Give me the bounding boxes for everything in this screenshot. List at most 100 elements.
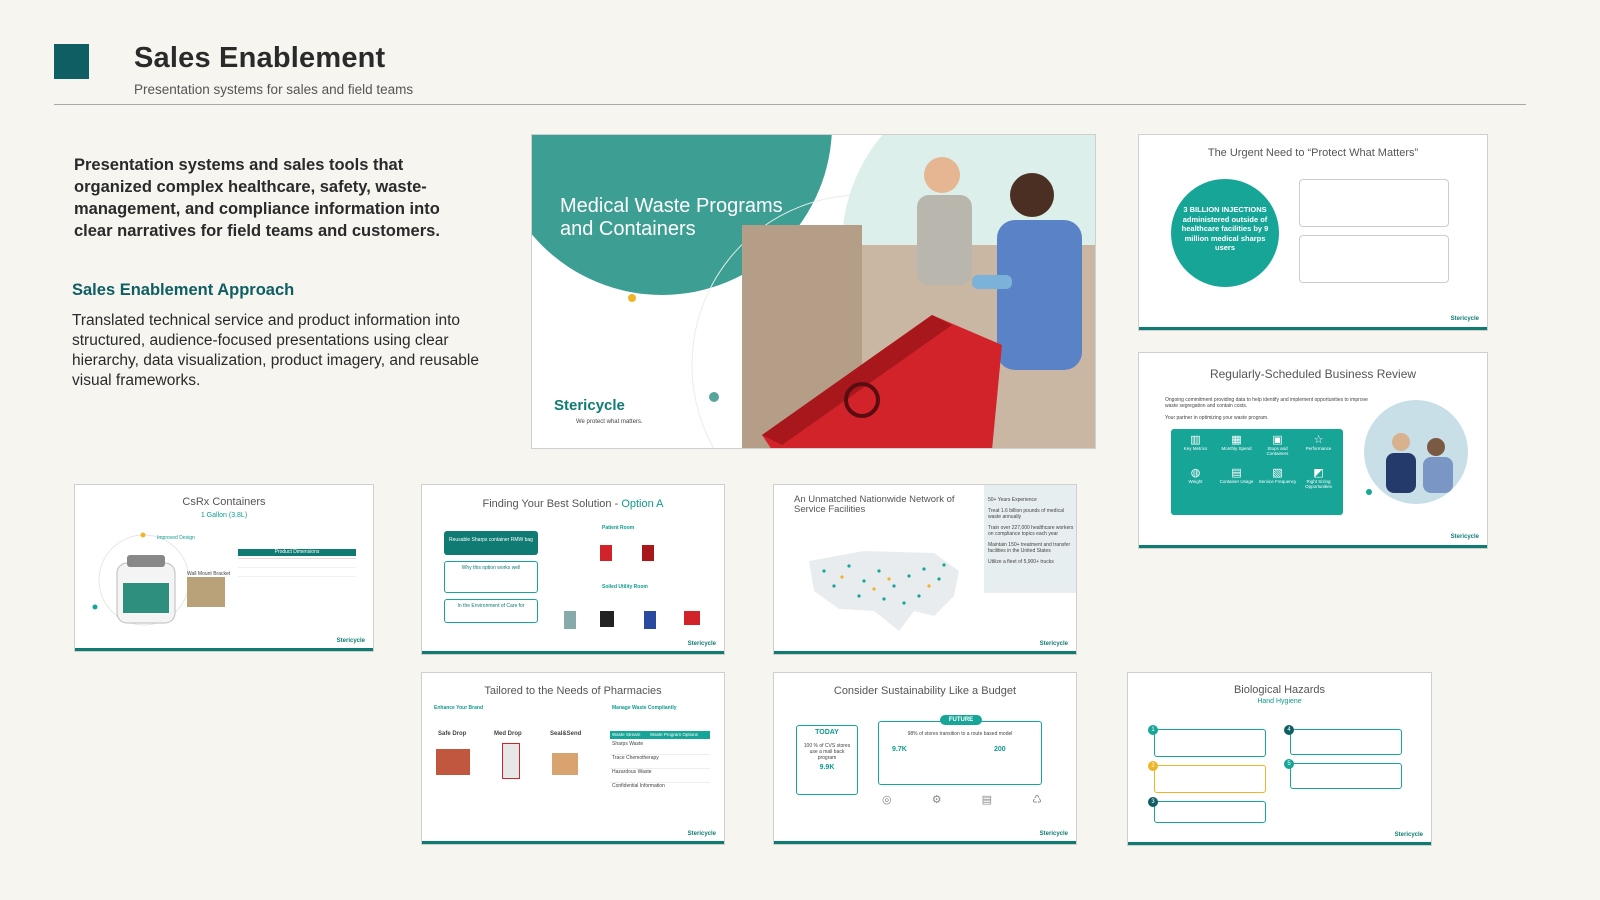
step-number: 1 xyxy=(1148,725,1158,735)
stericycle-logo: Stericycle xyxy=(1394,832,1423,838)
today-stat: 100 % of CVS stores use a mail back prog… xyxy=(803,743,851,761)
waste-table: Sharps Waste Trace Chemotherapy Hazardou… xyxy=(610,741,710,797)
slide-footer xyxy=(1139,545,1487,548)
slide-title: CsRx Containers xyxy=(182,496,266,508)
right-heading: Manage Waste Compliantly xyxy=(612,705,677,711)
slide-network[interactable]: An Unmatched Nationwide Network of Servi… xyxy=(773,484,1077,655)
step-box xyxy=(1154,801,1266,823)
environment-box: In the Environment of Care for xyxy=(444,599,538,623)
stats-panel xyxy=(984,485,1076,593)
stericycle-logo: Stericycle xyxy=(1039,831,1068,837)
product-image xyxy=(436,749,470,775)
slide-title: Consider Sustainability Like a Budget xyxy=(833,685,1017,697)
benefit-icons: ◎ ⚙ ▤ ♺ xyxy=(882,793,1042,806)
review-photo xyxy=(1364,400,1468,504)
step-box xyxy=(1154,729,1266,757)
slide-footer xyxy=(1128,842,1431,845)
hero-photo xyxy=(742,135,1095,448)
quote-box xyxy=(1299,235,1449,283)
slide-pharmacies[interactable]: Tailored to the Needs of Pharmacies Enha… xyxy=(421,672,725,845)
container-image xyxy=(92,532,190,626)
metric-item: ◍Weight xyxy=(1188,467,1203,484)
table-row: Sharps Waste xyxy=(610,741,710,755)
people-icon: ◎ xyxy=(882,794,892,806)
step-box xyxy=(1154,765,1266,793)
slide-title: An Unmatched Nationwide Network of Servi… xyxy=(794,494,955,515)
slide-csrx-containers[interactable]: CsRx Containers 1 Gallon (3.8L) Improved… xyxy=(74,484,374,652)
approach-heading: Sales Enablement Approach xyxy=(72,281,295,299)
metric-item: ▣Stops and Containers xyxy=(1266,434,1289,456)
step-number: 4 xyxy=(1284,725,1294,735)
reason-box: Why this option works well xyxy=(444,561,538,593)
waste-table-header: Waste Stream Waste Program Options xyxy=(610,731,710,739)
stat-item: Treat 1.6 billion pounds of medical wast… xyxy=(988,508,1064,520)
today-number: 9.9K xyxy=(819,764,835,771)
stericycle-tagline: We protect what matters. xyxy=(576,419,643,425)
container-icon xyxy=(600,545,612,561)
stericycle-logo: Stericycle xyxy=(1450,534,1479,540)
slide-title: The Urgent Need to “Protect What Matters… xyxy=(1207,147,1419,159)
slide-footer xyxy=(774,841,1076,844)
brand-safe-drop: Safe Drop xyxy=(438,731,467,737)
metrics-panel xyxy=(1171,429,1343,515)
slide-business-review[interactable]: Regularly-Scheduled Business Review Ongo… xyxy=(1138,352,1488,549)
slide-hero[interactable]: Medical Waste Programs and Containers St… xyxy=(531,134,1096,449)
stericycle-logo: Stericycle xyxy=(687,831,716,837)
label-improved-design: Improved Design xyxy=(157,535,195,541)
slide-title: Finding Your Best Solution - Option A xyxy=(482,498,664,510)
container-icon xyxy=(564,611,576,629)
stericycle-logo: Stericycle xyxy=(687,641,716,647)
future-number: 200 xyxy=(994,746,1006,753)
step-number: 5 xyxy=(1284,759,1294,769)
slide-subtitle: 1 Gallon (3.8L) xyxy=(200,512,248,519)
table-row: Trace Chemotherapy xyxy=(610,755,710,769)
header-divider xyxy=(54,104,1526,105)
slide-urgent-need[interactable]: The Urgent Need to “Protect What Matters… xyxy=(1138,134,1488,331)
today-box xyxy=(796,725,858,795)
slide-subtitle: Hand Hygiene xyxy=(1257,698,1302,705)
slide-title: Biological Hazards xyxy=(1233,684,1326,696)
today-label: TODAY xyxy=(815,729,839,736)
container-icon xyxy=(600,611,614,627)
approach-body: Translated technical service and product… xyxy=(72,312,479,389)
slide-title: Regularly-Scheduled Business Review xyxy=(1209,367,1417,381)
document-icon: ▤ xyxy=(981,794,993,806)
brand-med-drop: Med Drop xyxy=(494,731,522,737)
slide-footer xyxy=(774,651,1076,654)
brand-square xyxy=(54,44,89,79)
stericycle-logo: Stericycle xyxy=(1039,641,1068,647)
metric-item: ▦Monthly Spend xyxy=(1221,434,1252,451)
brand-seal-send: Seal&Send xyxy=(550,731,582,737)
stat-circle xyxy=(1171,179,1279,287)
slide-biological-hazards[interactable]: Biological Hazards Hand Hygiene 1 2 3 4 … xyxy=(1127,672,1432,846)
slide-footer xyxy=(1139,327,1487,330)
option-box: Reusable Sharps container RMW bag xyxy=(444,531,538,555)
label-wall-bracket: Wall Mount Bracket xyxy=(187,571,231,577)
metric-item: ▥Key Metrics xyxy=(1183,434,1208,451)
stats-list: 50+ Years Experience Treat 1.6 billion p… xyxy=(988,497,1074,565)
container-icon xyxy=(642,545,654,561)
stat-item: Train over 227,000 healthcare workers on… xyxy=(988,525,1074,537)
product-image xyxy=(552,753,578,775)
stat-item: 50+ Years Experience xyxy=(988,497,1037,503)
intro-text: Presentation systems and sales tools tha… xyxy=(74,156,440,240)
table-row: Confidential Information xyxy=(612,783,665,789)
future-number: 9.7K xyxy=(892,746,907,753)
review-sub: Your partner in optimizing your waste pr… xyxy=(1165,415,1269,421)
slide-best-solution[interactable]: Finding Your Best Solution - Option A Re… xyxy=(421,484,725,655)
step-number: 2 xyxy=(1148,761,1158,771)
stericycle-logo: Stericycle xyxy=(1450,316,1479,322)
hero-title: Medical Waste Programs and Containers xyxy=(560,195,783,240)
page-subtitle: Presentation systems for sales and field… xyxy=(134,82,414,97)
metric-item: ▤Container Usage xyxy=(1219,467,1254,484)
stat-item: Utilize a fleet of 5,900+ trucks xyxy=(988,559,1054,565)
bracket-image xyxy=(187,577,225,607)
metric-item: ☆Performance xyxy=(1305,434,1332,451)
recycle-icon: ♺ xyxy=(1032,794,1042,806)
slide-sustainability[interactable]: Consider Sustainability Like a Budget TO… xyxy=(773,672,1077,845)
page-title: Sales Enablement xyxy=(134,42,386,74)
product-image xyxy=(502,743,520,779)
metric-item: ◩Right Sizing Opportunities xyxy=(1305,467,1332,489)
quote-box xyxy=(1299,179,1449,227)
container-icon xyxy=(644,611,656,629)
